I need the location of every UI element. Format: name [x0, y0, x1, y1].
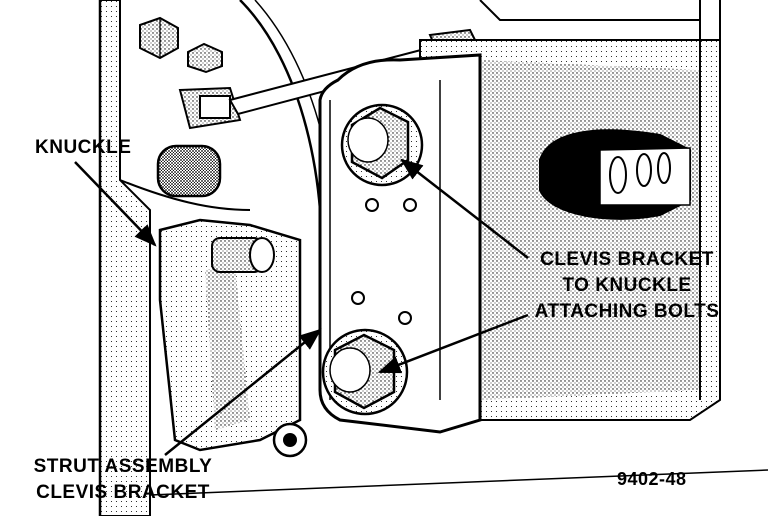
lower-bolt-leader-arrow [377, 313, 529, 374]
plate-holes [351, 198, 417, 325]
knuckle-label: KNUCKLE [35, 137, 132, 158]
upper-bolt [340, 103, 424, 187]
knuckle-part [158, 218, 302, 452]
bolts-label-line3: ATTACHING BOLTS [534, 301, 720, 322]
strut-bracket-leader-arrow [164, 328, 322, 456]
knuckle-stud [211, 237, 275, 273]
strut-slotted-tab [539, 129, 691, 220]
bolts-label-line1: CLEVIS BRACKET [540, 249, 714, 270]
bolts-label-line2: TO KNUCKLE [562, 275, 692, 296]
base-line [149, 469, 768, 496]
lower-bolt [321, 328, 409, 416]
hex-nut-small [187, 42, 223, 74]
knuckle-leader-arrow [74, 161, 157, 247]
hex-nut-top [139, 16, 179, 60]
vehicle-body-panel [98, 0, 151, 516]
lower-hole [272, 422, 308, 458]
upper-bolt-leader-arrow [400, 158, 529, 259]
strut-label-line2: CLEVIS BRACKET [36, 482, 210, 503]
figure-number: 9402-48 [617, 469, 687, 489]
oval-slot [156, 144, 222, 198]
strut-label-line1: STRUT ASSEMBLY [33, 456, 213, 477]
